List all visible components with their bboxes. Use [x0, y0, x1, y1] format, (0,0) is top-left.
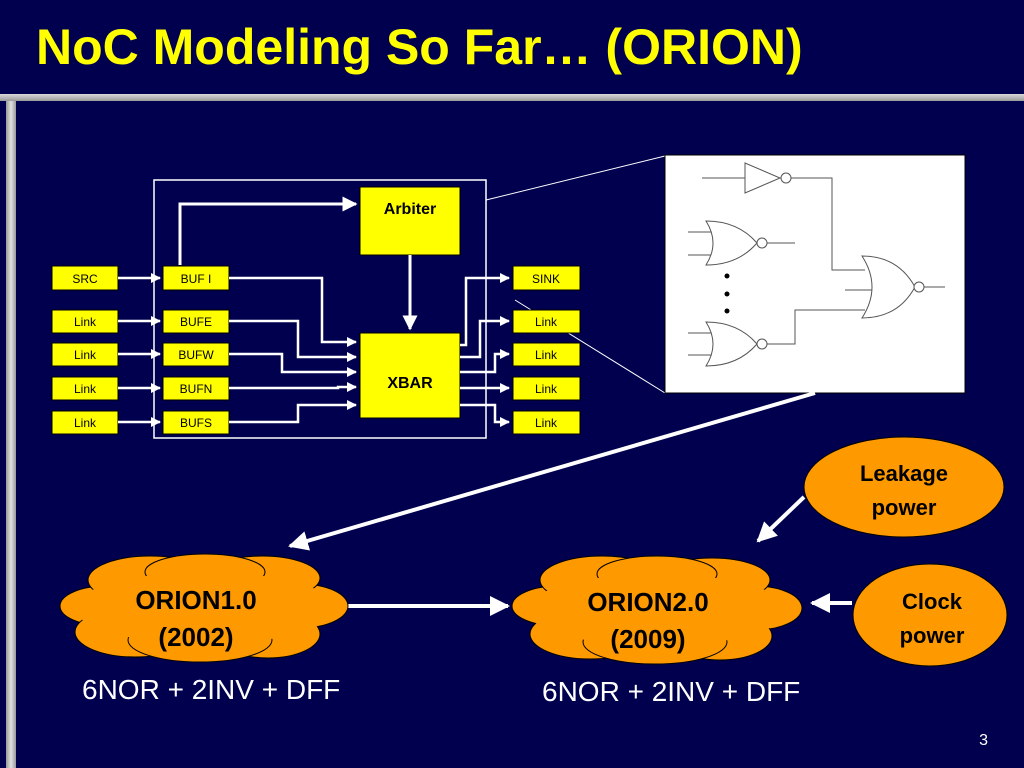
right-link-label: Link — [535, 315, 558, 329]
input-arrows — [118, 273, 161, 427]
leakage-power-bubble — [803, 436, 1005, 538]
right-link-label: Link — [535, 348, 558, 362]
clock-line1: Clock — [902, 589, 963, 614]
right-blocks — [512, 265, 581, 435]
xbar-to-output-arrows — [460, 273, 510, 427]
zoom-line-top — [485, 155, 666, 201]
orion1-formula: 6NOR + 2INV + DFF — [82, 674, 341, 705]
buffer-label: BUFS — [180, 416, 212, 430]
right-link-label: Link — [535, 416, 558, 430]
right-link-label: Link — [535, 382, 558, 396]
page-number: 3 — [979, 732, 988, 749]
buf-to-arbiter-arrow — [178, 196, 358, 265]
left-link-label: Link — [74, 416, 97, 430]
orion2-formula: 6NOR + 2INV + DFF — [542, 676, 801, 707]
router-frame — [153, 179, 487, 439]
buffer-to-xbar-arrows — [229, 276, 357, 424]
title-divider — [0, 94, 1024, 101]
left-link-label: Link — [74, 315, 97, 329]
orion1-name: ORION1.0 — [135, 585, 256, 615]
sink-label: SINK — [532, 272, 560, 286]
left-divider — [6, 101, 16, 768]
arbiter-label: Arbiter — [384, 201, 436, 218]
leakage-line2: power — [872, 495, 937, 520]
orion1-cloud — [59, 553, 349, 663]
xbar-block — [359, 332, 461, 419]
orion2-name: ORION2.0 — [587, 587, 708, 617]
ellipsis-dots — [724, 273, 730, 314]
left-link-label: Link — [74, 348, 97, 362]
orion2-year: (2009) — [610, 624, 685, 654]
buffer-label: BUFW — [178, 348, 214, 362]
arbiter-block — [359, 186, 461, 256]
orion1-year: (2002) — [158, 622, 233, 652]
left-link-label: Link — [74, 382, 97, 396]
slide-title: NoC Modeling So Far… (ORION) — [36, 19, 803, 75]
orion2-cloud — [511, 555, 803, 665]
clock-line2: power — [900, 623, 965, 648]
left-blocks — [51, 265, 119, 435]
buffer-label: BUFN — [180, 382, 213, 396]
clock-power-bubble — [852, 563, 1008, 667]
gate-detail — [688, 162, 945, 367]
leakage-line1: Leakage — [860, 461, 948, 486]
xbar-label: XBAR — [387, 375, 433, 392]
buffer-label: BUFE — [180, 315, 212, 329]
leakage-to-orion2-arrow — [756, 495, 806, 543]
src-label: SRC — [72, 272, 98, 286]
model-to-orion1-arrow — [288, 391, 816, 551]
buffer-label: BUF I — [181, 272, 212, 286]
